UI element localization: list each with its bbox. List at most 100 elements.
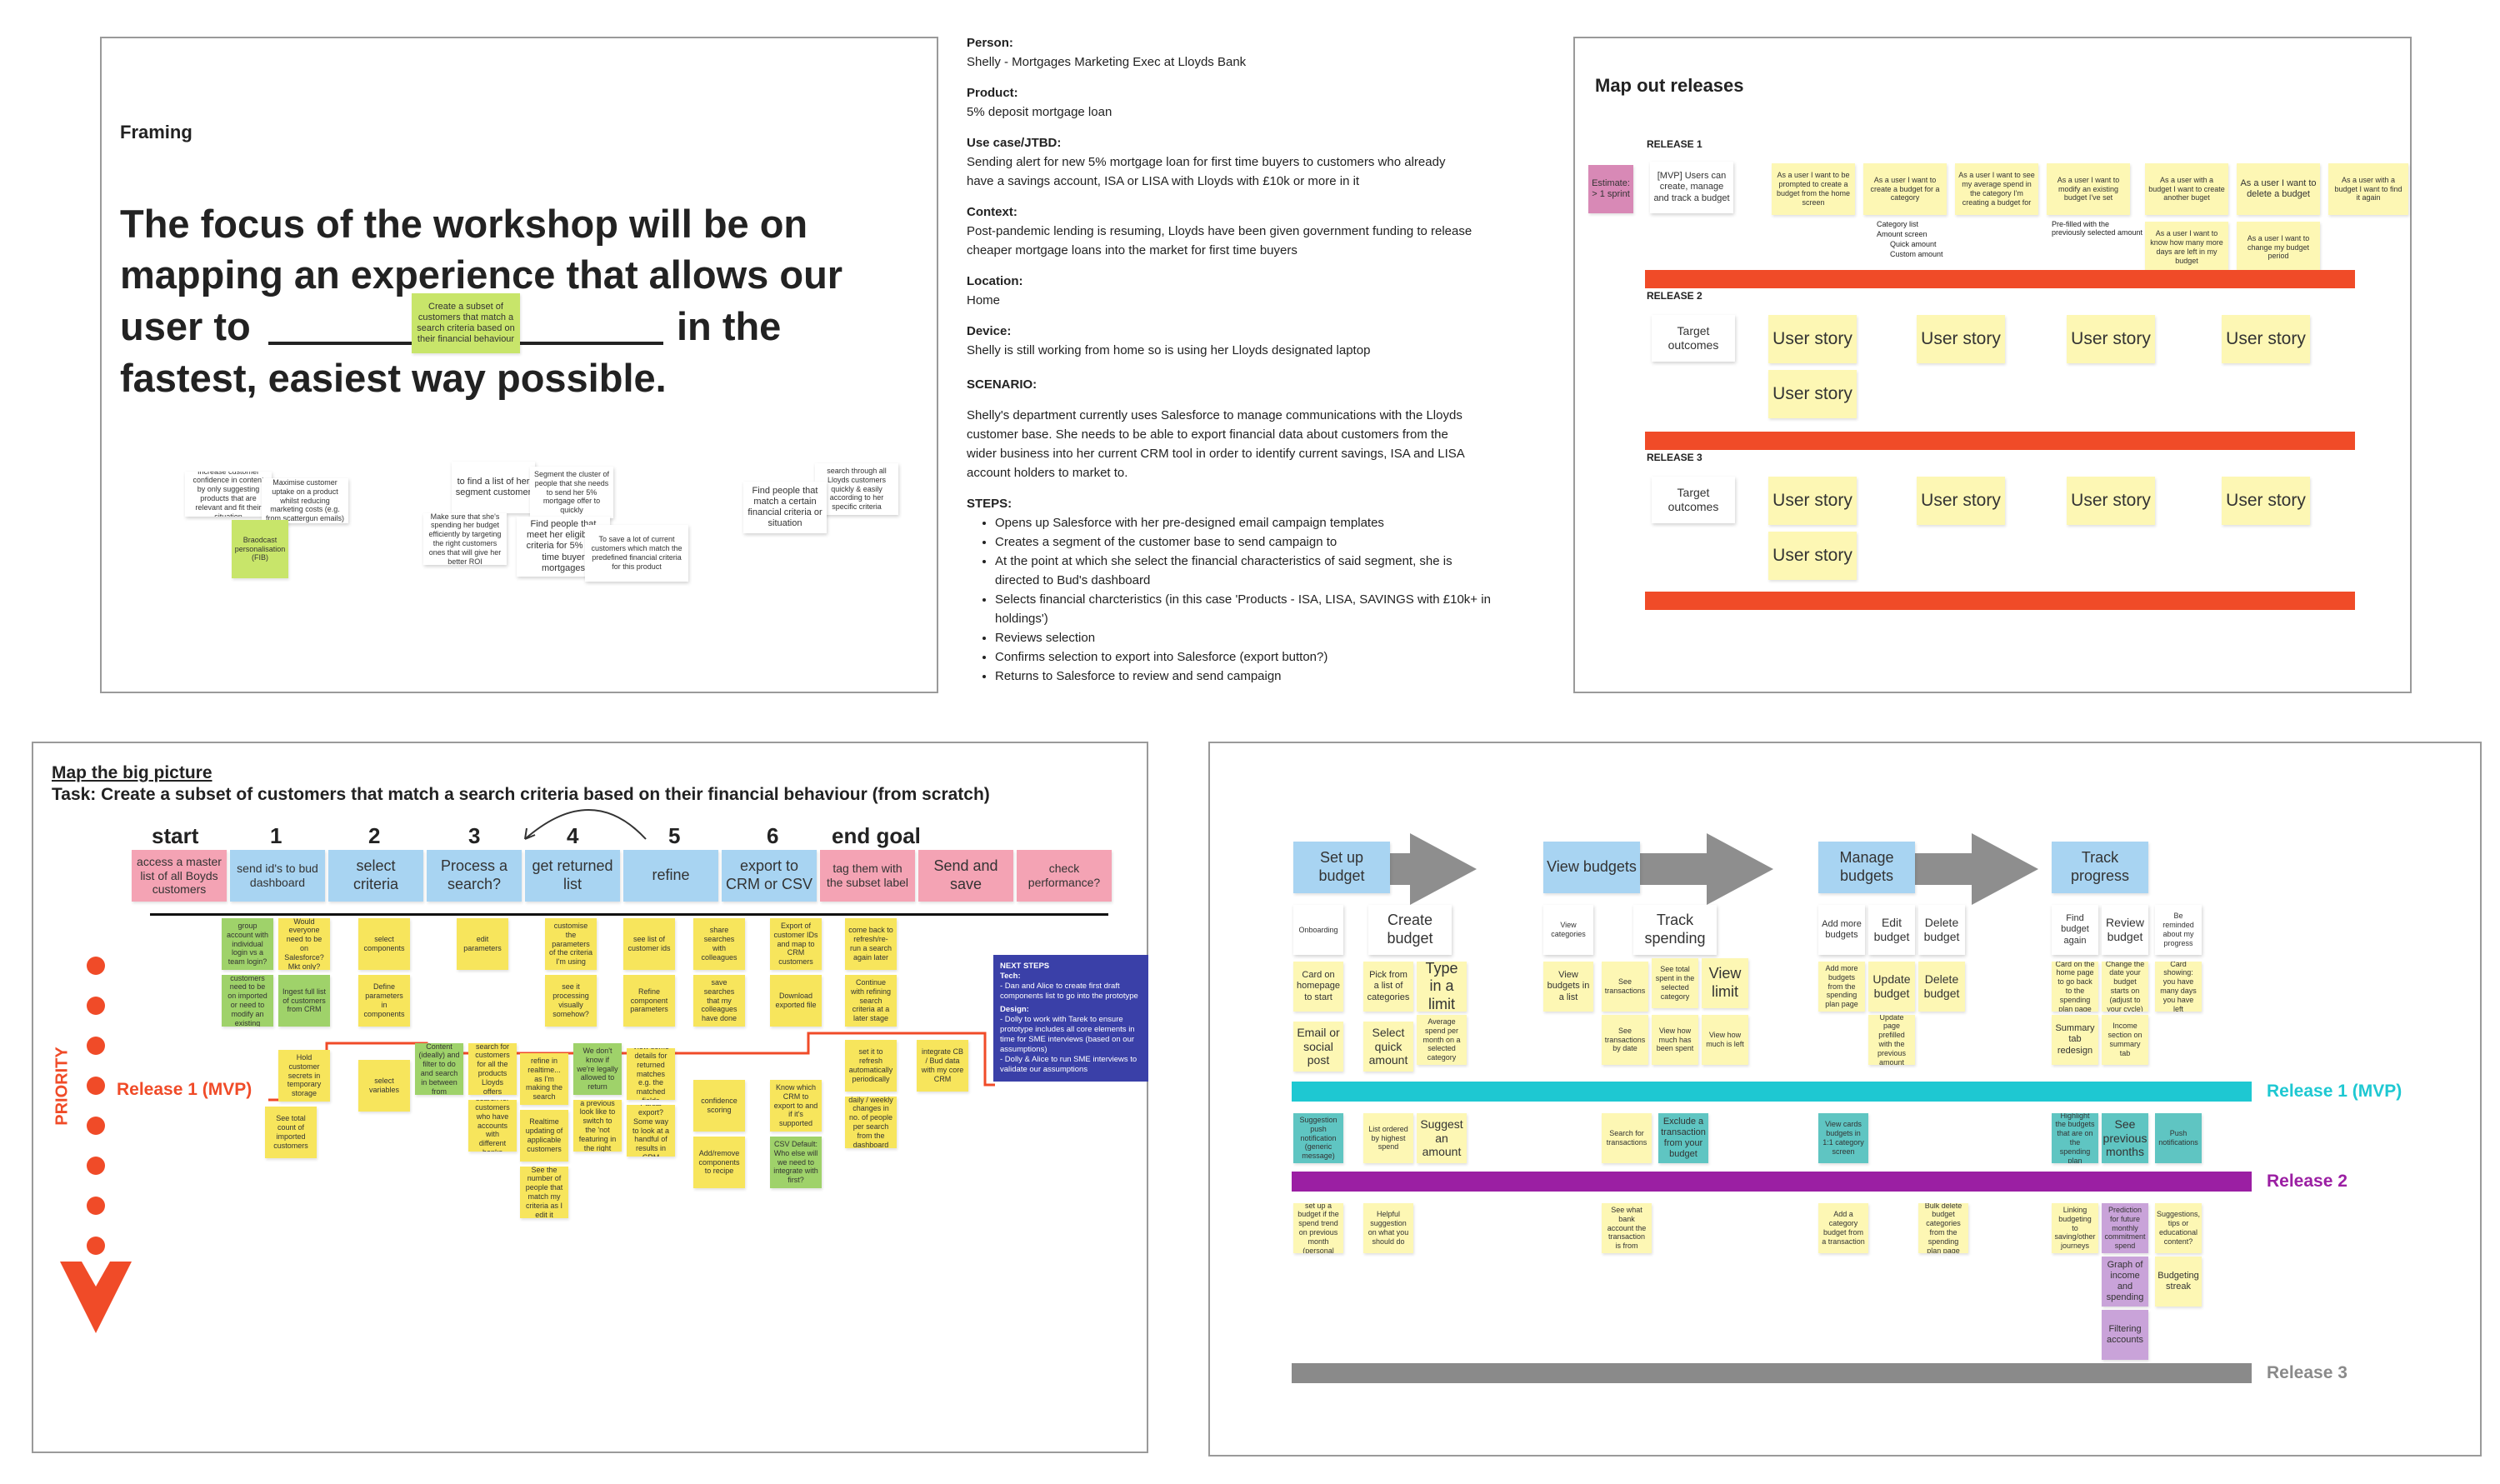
bp-card[interactable]: Download exported file: [770, 975, 822, 1027]
story-card[interactable]: Linking budgeting to saving/other journe…: [2052, 1203, 2098, 1253]
target-outcomes-note[interactable]: Target outcomes: [1652, 477, 1735, 523]
step-card[interactable]: Send and save: [918, 850, 1013, 902]
bp-card[interactable]: Define parameters in components: [358, 975, 410, 1027]
bp-card[interactable]: see list of customer ids: [623, 918, 675, 970]
framing-note[interactable]: Maximise customer uptake on a product wh…: [262, 478, 348, 523]
story-card[interactable]: Prompt to set up a budget if the spend t…: [1293, 1203, 1343, 1253]
activity-card[interactable]: Track spending: [1633, 905, 1717, 955]
story-note[interactable]: As a user I want to create a budget for …: [1863, 163, 1947, 215]
framing-note[interactable]: Segment the cluster of people that she n…: [530, 467, 613, 518]
story-note[interactable]: As a user I want to modify an existing b…: [2047, 163, 2130, 215]
bp-card[interactable]: see it processing visually somehow?: [545, 975, 597, 1027]
bp-card[interactable]: Realtime updating of applicable customer…: [520, 1110, 568, 1162]
framing-note[interactable]: To save a lot of current customers which…: [585, 525, 688, 582]
bp-card[interactable]: Hold customer secrets in temporary stora…: [278, 1050, 330, 1102]
activity-card[interactable]: Add more budgets: [1818, 905, 1865, 955]
story-note[interactable]: As a user I want to see my average spend…: [1955, 163, 2038, 215]
step-card[interactable]: get returned list: [525, 850, 620, 902]
activity-card[interactable]: Be reminded about my progress: [2155, 905, 2202, 955]
bp-card[interactable]: What would a previous look like to switc…: [573, 1100, 622, 1152]
estimate-note[interactable]: Estimate: > 1 sprint: [1588, 165, 1633, 213]
activity-card[interactable]: Create budget: [1368, 905, 1452, 955]
budget-step-card[interactable]: View budgets: [1543, 842, 1640, 893]
story-card[interactable]: Budgeting streak: [2155, 1257, 2202, 1307]
story-card[interactable]: Add a category budget from a transaction: [1818, 1203, 1868, 1253]
user-story-note[interactable]: User story: [2222, 477, 2310, 525]
bp-card[interactable]: See the number of people that match my c…: [520, 1167, 568, 1218]
bp-card[interactable]: See total count of imported customers: [265, 1107, 317, 1158]
story-note[interactable]: As a user I want to be prompted to creat…: [1772, 163, 1855, 215]
story-card[interactable]: Pick from a list of categories: [1363, 962, 1413, 1012]
story-card[interactable]: Income section on summary tab: [2102, 1015, 2148, 1065]
bp-card[interactable]: search for customers for all the product…: [468, 1043, 517, 1095]
bp-card[interactable]: save searches that my colleagues have do…: [693, 975, 745, 1027]
story-card[interactable]: Summary tab redesign: [2052, 1015, 2098, 1065]
activity-card[interactable]: Find budget again: [2052, 905, 2098, 955]
user-story-note[interactable]: User story: [1917, 477, 2005, 525]
story-card[interactable]: View how much is left: [1702, 1015, 1748, 1065]
bp-card[interactable]: Search Content (ideally) and filter to d…: [415, 1043, 463, 1095]
story-card[interactable]: See transactions: [1602, 962, 1648, 1012]
bp-card[interactable]: CSV Default: Who else will we need to in…: [770, 1137, 822, 1188]
bp-card[interactable]: Would customers need to be on imported o…: [222, 975, 273, 1027]
story-card[interactable]: Suggestions, tips or educational content…: [2155, 1203, 2202, 1253]
step-card[interactable]: select criteria: [328, 850, 423, 902]
story-card[interactable]: Filtering accounts: [2102, 1310, 2148, 1360]
user-story-note[interactable]: User story: [2222, 315, 2310, 363]
framing-note[interactable]: search through all Lloyds customers quic…: [815, 463, 898, 515]
activity-card[interactable]: Edit budget: [1868, 905, 1915, 955]
story-card[interactable]: Card on the home page to go back to the …: [2052, 962, 2098, 1012]
user-story-note[interactable]: User story: [1917, 315, 2005, 363]
bp-card[interactable]: set it to refresh automatically periodic…: [845, 1040, 897, 1092]
story-note[interactable]: As a user with a budget I want to find i…: [2328, 163, 2408, 215]
next-steps-card[interactable]: NEXT STEPS Tech: - Dan and Alice to crea…: [993, 955, 1148, 1082]
bp-card[interactable]: daily / weekly changes in no. of people …: [845, 1097, 897, 1148]
story-card[interactable]: Delete budget: [1918, 962, 1965, 1012]
target-outcomes-note[interactable]: Target outcomes: [1652, 315, 1735, 362]
story-card[interactable]: See what bank account the transaction is…: [1602, 1203, 1652, 1253]
bp-card[interactable]: Refine component parameters: [623, 975, 675, 1027]
user-story-note[interactable]: User story: [1768, 532, 1857, 580]
story-card[interactable]: Suggestion push notification (generic me…: [1293, 1113, 1343, 1163]
story-card[interactable]: See transactions by date: [1602, 1015, 1648, 1065]
framing-note[interactable]: Increase customer confidence in content …: [185, 472, 272, 517]
story-card[interactable]: Email or social post: [1293, 1022, 1343, 1072]
bp-card[interactable]: share searches with colleagues: [693, 918, 745, 970]
releases-frame[interactable]: Map out releases RELEASE 1 Estimate: > 1…: [1573, 37, 2412, 693]
bp-card[interactable]: refine in realtime... as I'm making the …: [520, 1053, 568, 1105]
bp-card[interactable]: Add/remove components to recipe: [693, 1137, 745, 1188]
budget-frame[interactable]: Set up budget View budgets Manage budget…: [1208, 742, 2482, 1457]
story-card[interactable]: View how much has been spent: [1652, 1015, 1698, 1065]
user-story-note[interactable]: User story: [2067, 315, 2155, 363]
story-card[interactable]: Card showing: you have many days you hav…: [2155, 962, 2202, 1012]
story-card[interactable]: Add more budgets from the spending plan …: [1818, 962, 1865, 1012]
story-card[interactable]: Push notifications: [2155, 1113, 2202, 1163]
framing-note[interactable]: Make sure that she's spending her budget…: [423, 513, 507, 565]
step-card[interactable]: send id's to bud dashboard: [230, 850, 325, 902]
story-card[interactable]: Exclude a transaction from your budget: [1658, 1113, 1708, 1163]
framing-note[interactable]: Braodcast personalisation (FIB): [232, 520, 288, 578]
mvp-note[interactable]: [MVP] Users can create, manage and track…: [1650, 162, 1733, 213]
bp-card[interactable]: Continue with refining search criteria a…: [845, 975, 897, 1027]
activity-card[interactable]: View categories: [1543, 905, 1593, 955]
story-card[interactable]: Search for transactions: [1602, 1113, 1652, 1163]
bp-card[interactable]: Know which CRM to export to and if it's …: [770, 1080, 822, 1132]
bp-card[interactable]: Partial export? Some way to look at a ha…: [627, 1105, 675, 1157]
step-card[interactable]: export to CRM or CSV: [722, 850, 817, 902]
story-card[interactable]: Bulk delete budget categories from the s…: [1918, 1203, 1968, 1253]
framing-note[interactable]: Find people that match a certain financi…: [743, 482, 827, 533]
story-note[interactable]: As a user I want to change my budget per…: [2237, 222, 2320, 273]
activity-card[interactable]: Onboarding: [1293, 905, 1343, 955]
bp-card[interactable]: group account with individual login vs a…: [222, 918, 273, 970]
story-card[interactable]: See total spent in the selected category: [1652, 958, 1698, 1008]
step-card[interactable]: check performance?: [1017, 850, 1112, 902]
budget-step-card[interactable]: Track progress: [2052, 842, 2148, 893]
step-card[interactable]: tag them with the subset label: [820, 850, 915, 902]
user-story-note[interactable]: User story: [1768, 370, 1857, 418]
story-card[interactable]: List ordered by highest spend: [1363, 1113, 1413, 1163]
bp-card[interactable]: View some details for returned matches e…: [627, 1048, 675, 1100]
bp-card[interactable]: edit parameters: [457, 918, 508, 970]
blank-sticky-note[interactable]: Create a subset of customers that match …: [412, 293, 520, 353]
bp-card[interactable]: select variables: [358, 1060, 410, 1112]
story-card[interactable]: Change the date your budget starts on (a…: [2102, 962, 2148, 1012]
